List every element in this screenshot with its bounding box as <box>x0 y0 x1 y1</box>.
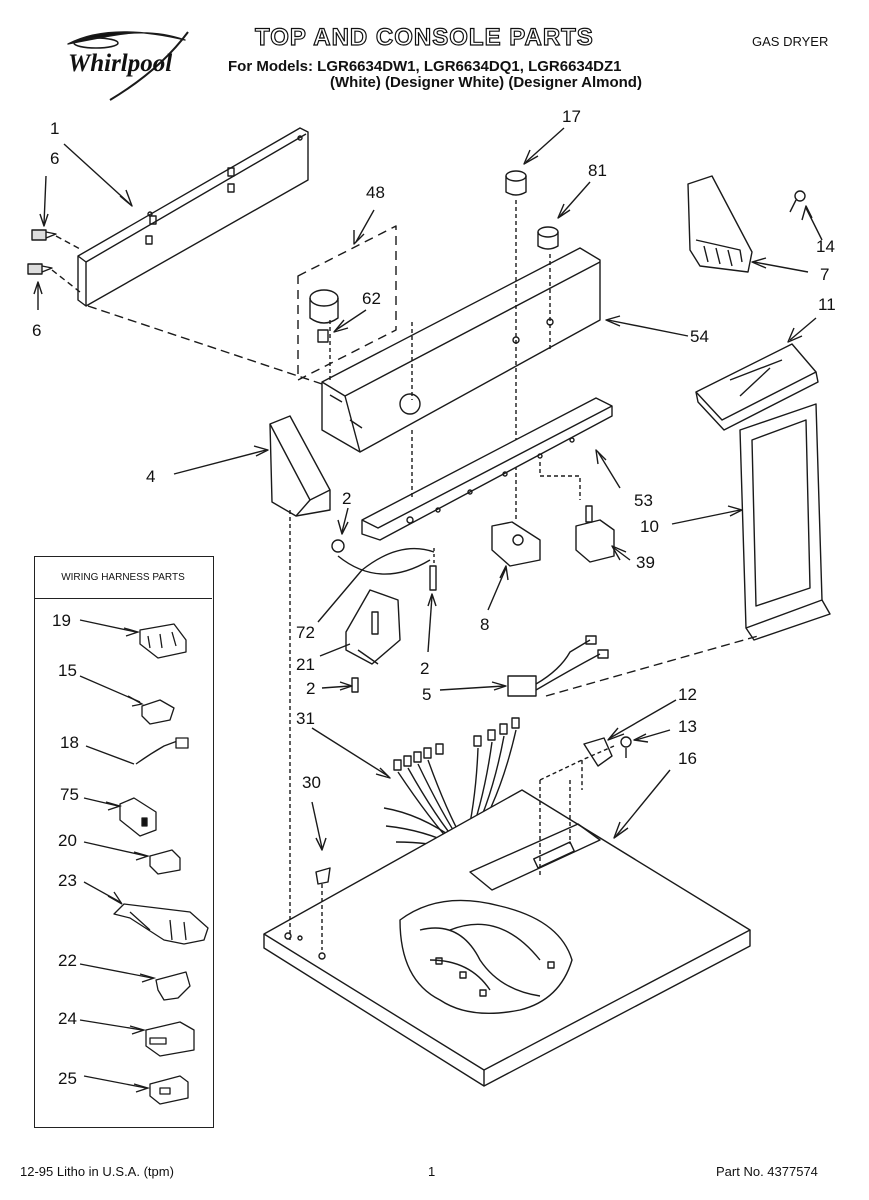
timer-part-21 <box>345 589 401 665</box>
page-number: 1 <box>428 1164 436 1179</box>
page-title: TOP AND CONSOLE PARTS <box>254 23 594 51</box>
screw-part-6-bottom <box>27 263 53 275</box>
rear-panel-part-1 <box>77 127 309 307</box>
callout-17: 17 <box>562 107 581 126</box>
knob-part-17 <box>505 170 527 196</box>
screw-part-2-upper <box>331 539 345 553</box>
callout-5: 5 <box>422 685 432 704</box>
callout-75: 75 <box>60 785 79 804</box>
harness-part-19-icon <box>139 623 187 659</box>
clip-part-30 <box>315 867 331 885</box>
models-line: For Models: LGR6634DW1, LGR6634DQ1, LGR6… <box>228 58 622 75</box>
harness-part-5 <box>507 635 609 697</box>
switch-part-39 <box>575 505 615 563</box>
lint-chute-part-10 <box>739 403 831 641</box>
callout-14: 14 <box>816 237 835 256</box>
callout-1: 1 <box>50 119 60 138</box>
finishes-line: (White) (Designer White) (Designer Almon… <box>330 74 642 91</box>
screw-part-2-mid <box>429 565 437 591</box>
wiring-harness-title: WIRING HARNESS PARTS <box>34 556 212 599</box>
callout-21: 21 <box>296 655 315 674</box>
callout-53: 53 <box>634 491 653 510</box>
callout-6-bottom: 6 <box>32 321 42 340</box>
harness-part-15-icon <box>141 699 175 725</box>
harness-part-25-icon <box>149 1075 189 1105</box>
callout-12: 12 <box>678 685 697 704</box>
knob-part-81 <box>537 226 559 250</box>
callout-22: 22 <box>58 951 77 970</box>
callout-4: 4 <box>146 467 156 486</box>
bracket-part-7 <box>687 175 753 273</box>
harness-part-75-icon <box>119 797 157 837</box>
screw-part-6-top <box>31 229 57 241</box>
harness-part-22-icon <box>155 971 191 1001</box>
callout-23: 23 <box>58 871 77 890</box>
callout-2-upper: 2 <box>342 489 352 508</box>
screw-part-2-lower <box>351 677 359 693</box>
callout-24: 24 <box>58 1009 77 1028</box>
callout-8: 8 <box>480 615 490 634</box>
callout-6-top: 6 <box>50 149 60 168</box>
callout-2-mid: 2 <box>420 659 430 678</box>
callout-19: 19 <box>52 611 71 630</box>
callout-31: 31 <box>296 709 315 728</box>
harness-part-20-icon <box>149 849 181 875</box>
part-number: Part No. 4377574 <box>716 1164 818 1179</box>
callout-15: 15 <box>58 661 77 680</box>
callout-39: 39 <box>636 553 655 572</box>
switch-part-8 <box>491 521 541 567</box>
callout-10: 10 <box>640 517 659 536</box>
callout-48: 48 <box>366 183 385 202</box>
product-type: GAS DRYER <box>752 34 829 49</box>
callout-16: 16 <box>678 749 697 768</box>
callout-30: 30 <box>302 773 321 792</box>
callout-11: 11 <box>818 295 836 314</box>
brand-logo-text: Whirlpool <box>68 50 173 77</box>
filter-cover-part-11 <box>695 343 819 431</box>
callout-72: 72 <box>296 623 315 642</box>
harness-part-18-icon <box>135 737 189 765</box>
bracket-part-53 <box>361 397 613 541</box>
harness-part-23-icon <box>113 903 209 945</box>
part-48-dashed-group <box>297 225 397 381</box>
callout-18: 18 <box>60 733 79 752</box>
top-panel-part-16 <box>263 789 751 1087</box>
callout-81: 81 <box>588 161 607 180</box>
callout-13: 13 <box>678 717 697 736</box>
callout-20: 20 <box>58 831 77 850</box>
bracket-part-12 <box>583 737 613 767</box>
console-part-54 <box>321 247 601 453</box>
whirlpool-logo-swoosh <box>67 31 189 101</box>
callout-2-lower: 2 <box>306 679 316 698</box>
callout-7: 7 <box>820 265 830 284</box>
screw-part-14 <box>789 190 806 213</box>
wiring-harness-box <box>34 556 214 1128</box>
print-info: 12-95 Litho in U.S.A. (tpm) <box>20 1164 174 1179</box>
harness-part-24-icon <box>145 1021 195 1057</box>
callout-25: 25 <box>58 1069 77 1088</box>
end-cap-part-4 <box>269 415 331 517</box>
callout-62: 62 <box>362 289 381 308</box>
callout-54: 54 <box>690 327 709 346</box>
screw-part-13 <box>620 736 632 758</box>
